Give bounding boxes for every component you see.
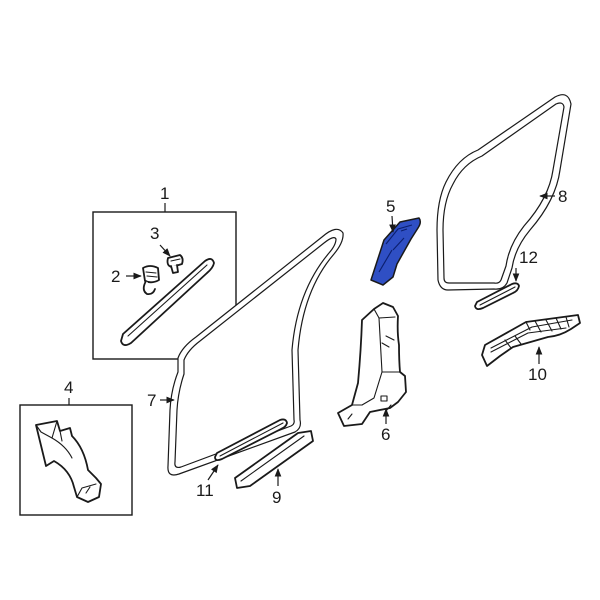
- part-8-rear-door-weatherstrip[interactable]: [436, 94, 572, 291]
- callout-8[interactable]: 8: [558, 187, 567, 206]
- callout-1[interactable]: 1: [160, 184, 169, 203]
- part-5-body: [370, 217, 422, 286]
- part-4-kick-panel[interactable]: [35, 420, 102, 503]
- part-10-rear-scuff-plate[interactable]: [481, 314, 581, 367]
- callout-11[interactable]: 11: [196, 481, 214, 500]
- callout-7[interactable]: 7: [147, 391, 156, 410]
- callout-2[interactable]: 2: [111, 267, 120, 286]
- callout-3[interactable]: 3: [150, 224, 159, 243]
- part-4-group[interactable]: 4: [19, 378, 133, 516]
- part-4-box: [19, 404, 133, 516]
- callout-10[interactable]: 10: [528, 365, 547, 384]
- part-6-pillar-lower-trim[interactable]: [337, 302, 407, 427]
- part-9-front-scuff-plate[interactable]: [234, 430, 314, 489]
- part-7-front-door-weatherstrip[interactable]: [167, 228, 344, 476]
- part-1-group[interactable]: 1 3 2: [92, 184, 237, 360]
- pillar-garnish-strip[interactable]: [120, 258, 215, 346]
- part-12-rear-sill-garnish[interactable]: [474, 282, 520, 311]
- part-5-pillar-trim-highlighted[interactable]: [370, 217, 422, 286]
- callout-4[interactable]: 4: [64, 378, 73, 397]
- callout-5[interactable]: 5: [386, 197, 395, 216]
- part-11-leader: [207, 464, 219, 481]
- callout-6[interactable]: 6: [381, 425, 390, 444]
- part-5-leader: [389, 215, 396, 233]
- part-2-clip[interactable]: [142, 265, 160, 296]
- callout-12[interactable]: 12: [519, 248, 538, 267]
- callout-9[interactable]: 9: [272, 488, 281, 507]
- part-11-front-sill-garnish[interactable]: [214, 418, 288, 462]
- part-3-leader: [159, 244, 171, 257]
- part-3-clip[interactable]: [166, 254, 184, 274]
